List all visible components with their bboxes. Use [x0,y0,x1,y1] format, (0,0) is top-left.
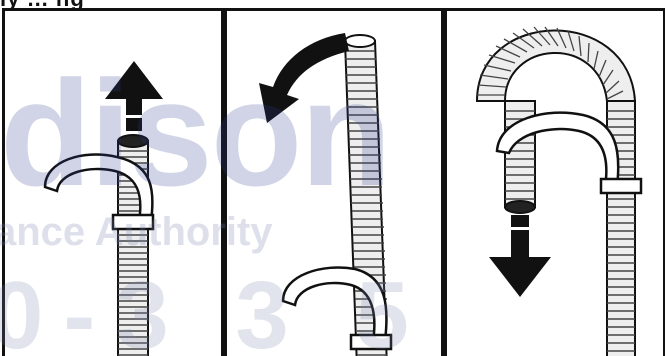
panel-step-3 [444,8,665,356]
up-arrow-icon [105,61,163,131]
down-arrow-icon [489,215,551,297]
step-1-illustration [5,11,224,356]
header-text: ly ... ng [0,0,665,8]
panel-step-2 [224,8,444,356]
panel-step-1 [2,8,224,356]
step-2-illustration [227,11,444,356]
step-3-illustration [447,11,665,356]
curved-arrow-icon [259,33,349,123]
